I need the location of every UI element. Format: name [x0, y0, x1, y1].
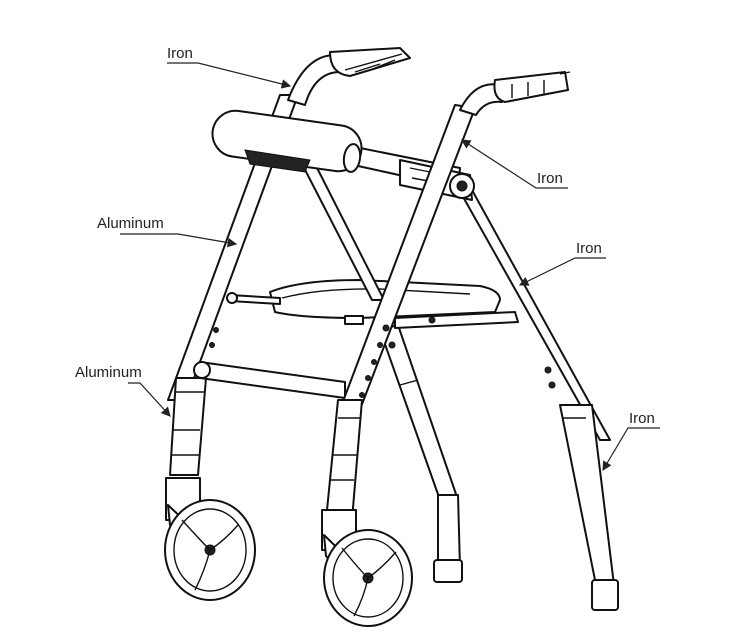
lower-crossbar: [199, 361, 346, 399]
rear-right-leg: [461, 189, 619, 611]
front-left-frame: [167, 47, 411, 476]
callout-iron-bottom-right: Iron: [602, 410, 660, 472]
callout-iron-right: Iron: [460, 139, 568, 189]
callout-iron-top: Iron: [167, 45, 292, 89]
label-aluminum-mid: Aluminum: [97, 215, 164, 232]
front-right-wheel: [321, 509, 413, 627]
callout-aluminum-lower: Aluminum: [75, 364, 171, 417]
label-aluminum-lower: Aluminum: [75, 364, 142, 381]
top-bar: [211, 109, 475, 201]
callout-iron-mid-right: Iron: [518, 240, 606, 286]
label-iron-bottom-right: Iron: [629, 410, 655, 427]
crossbar-cap: [193, 361, 211, 379]
label-iron-top: Iron: [167, 45, 193, 62]
front-right-frame: [325, 71, 571, 521]
rear-left-leg: [379, 324, 463, 583]
callout-aluminum-mid: Aluminum: [97, 215, 238, 248]
inner-brace: [299, 157, 385, 301]
label-iron-mid-right: Iron: [576, 240, 602, 257]
label-iron-right: Iron: [537, 170, 563, 187]
front-left-wheel: [164, 477, 256, 601]
